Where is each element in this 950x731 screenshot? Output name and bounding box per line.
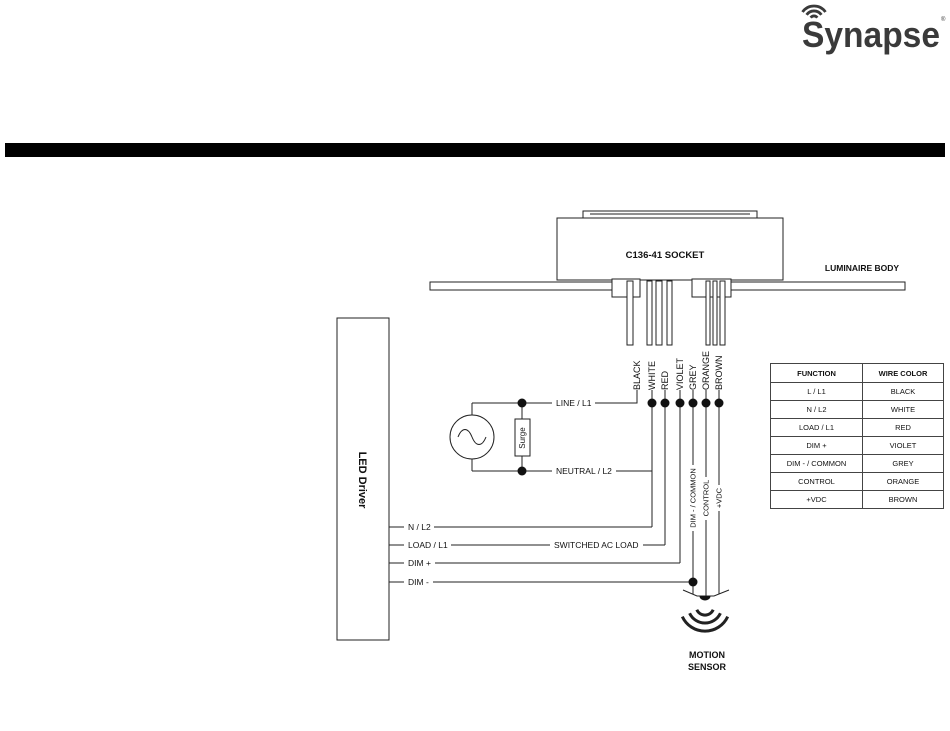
table-cell-function: L / L1 bbox=[770, 382, 863, 401]
synapse-logo: Synapse ® bbox=[801, 4, 946, 55]
surge-box bbox=[514, 418, 531, 457]
table-cell-color: RED bbox=[862, 418, 944, 437]
table-cell-function: LOAD / L1 bbox=[770, 418, 863, 437]
table-row: LOAD / L1 RED bbox=[770, 418, 944, 437]
table-cell-function: +VDC bbox=[770, 490, 863, 509]
logo-wordmark: Synapse bbox=[802, 14, 940, 55]
junction-dot bbox=[701, 398, 711, 408]
lead-red bbox=[655, 280, 663, 346]
junction-dot bbox=[517, 466, 527, 476]
label-neutral-l2: NEUTRAL / L2 bbox=[556, 466, 612, 476]
table-row: DIM - / COMMON GREY bbox=[770, 454, 944, 473]
label-sensor-vdc: +VDC bbox=[715, 487, 724, 508]
socket-label: C136-41 SOCKET bbox=[626, 250, 705, 261]
junction-dot bbox=[714, 398, 724, 408]
junction-dot bbox=[517, 398, 527, 408]
connection-lines bbox=[389, 390, 720, 596]
table-cell-function: CONTROL bbox=[770, 472, 863, 491]
wire-label-white: WHITE bbox=[647, 361, 657, 390]
table-header-wire-color: WIRE COLOR bbox=[862, 363, 944, 383]
table-row: CONTROL ORANGE bbox=[770, 472, 944, 491]
luminaire-body-right bbox=[730, 281, 906, 291]
wire-label-violet: VIOLET bbox=[675, 357, 685, 390]
table-header-row: FUNCTION WIRE COLOR bbox=[770, 363, 944, 383]
wire-color-labels: BLACK WHITE RED VIOLET GREY ORANGE BROWN bbox=[632, 351, 724, 390]
junction-dots bbox=[517, 398, 724, 587]
label-dim-plus: DIM + bbox=[408, 558, 431, 568]
label-sensor-dim-common: DIM - / COMMON bbox=[689, 468, 698, 528]
surge-protector: Surge bbox=[514, 403, 531, 471]
ac-source bbox=[449, 403, 495, 471]
line-l1-wire-b bbox=[595, 390, 638, 404]
table-cell-function: N / L2 bbox=[770, 400, 863, 419]
motion-sensor-lens bbox=[699, 596, 711, 601]
table-cell-color: BLACK bbox=[862, 382, 944, 401]
table-row: L / L1 BLACK bbox=[770, 382, 944, 401]
table-cell-color: BROWN bbox=[862, 490, 944, 509]
socket-leads bbox=[611, 278, 732, 346]
lead-brown bbox=[719, 280, 726, 346]
socket-connector-left bbox=[611, 278, 641, 298]
led-driver-label: LED Driver bbox=[356, 452, 368, 510]
table-row: DIM + VIOLET bbox=[770, 436, 944, 455]
led-driver-box bbox=[336, 317, 390, 641]
table-cell-function: DIM + bbox=[770, 436, 863, 455]
lead-orange bbox=[712, 280, 718, 346]
table-header-function: FUNCTION bbox=[770, 363, 863, 383]
table-row: N / L2 WHITE bbox=[770, 400, 944, 419]
surge-label: Surge bbox=[518, 427, 527, 449]
table-row: +VDC BROWN bbox=[770, 490, 944, 509]
wire-color-table: FUNCTION WIRE COLOR L / L1 BLACK N / L2 … bbox=[770, 363, 944, 509]
sine-wave-icon bbox=[457, 429, 487, 445]
junction-dot bbox=[660, 398, 670, 408]
table-cell-color: WHITE bbox=[862, 400, 944, 419]
line-labels: LINE / L1 NEUTRAL / L2 N / L2 LOAD / L1 … bbox=[408, 398, 724, 587]
label-switched-ac-load: SWITCHED AC LOAD bbox=[554, 540, 639, 550]
label-n-l2: N / L2 bbox=[408, 522, 431, 532]
table-cell-color: VIOLET bbox=[862, 436, 944, 455]
header-divider-bar bbox=[5, 143, 945, 157]
signal-arcs-icon bbox=[801, 4, 827, 19]
luminaire-body-left bbox=[429, 281, 613, 291]
label-sensor-control: CONTROL bbox=[702, 480, 711, 517]
junction-dot bbox=[688, 577, 698, 587]
socket-body bbox=[556, 217, 784, 281]
label-dim-minus: DIM - bbox=[408, 577, 429, 587]
motion-sensor-label-1: MOTION bbox=[689, 650, 725, 660]
lead-black bbox=[626, 280, 634, 346]
wire-label-red: RED bbox=[660, 370, 670, 390]
table-cell-color: GREY bbox=[862, 454, 944, 473]
luminaire-label: LUMINAIRE BODY bbox=[825, 263, 899, 273]
wire-label-black: BLACK bbox=[632, 360, 642, 390]
label-line-l1: LINE / L1 bbox=[556, 398, 592, 408]
wire-label-grey: GREY bbox=[688, 364, 698, 390]
socket: C136-41 SOCKET bbox=[556, 210, 784, 281]
table-cell-color: ORANGE bbox=[862, 472, 944, 491]
lead-grey bbox=[705, 280, 711, 346]
table-cell-function: DIM - / COMMON bbox=[770, 454, 863, 473]
junction-dot bbox=[688, 398, 698, 408]
lead-white bbox=[646, 280, 653, 346]
junction-dot bbox=[675, 398, 685, 408]
wire-label-orange: ORANGE bbox=[701, 351, 711, 390]
motion-sensor-label-2: SENSOR bbox=[688, 662, 727, 672]
junction-dot bbox=[647, 398, 657, 408]
wire-label-brown: BROWN bbox=[714, 356, 724, 391]
lead-violet bbox=[666, 280, 673, 346]
logo-registered-mark: ® bbox=[941, 16, 946, 23]
motion-waves-icon bbox=[680, 609, 730, 633]
motion-sensor: MOTION SENSOR bbox=[680, 589, 730, 672]
label-load-l1: LOAD / L1 bbox=[408, 540, 448, 550]
led-driver: LED Driver bbox=[336, 317, 390, 641]
